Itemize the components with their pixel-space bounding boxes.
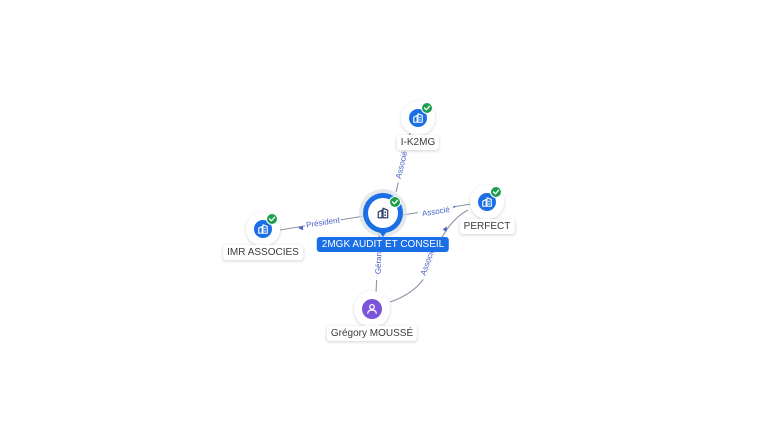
edge-label: Gérant [374, 249, 384, 275]
node-perfect[interactable] [470, 185, 504, 219]
node-ik2mg[interactable] [401, 101, 435, 135]
building-icon [482, 197, 492, 207]
building-icon [377, 207, 389, 219]
edge-label: Associé [421, 205, 451, 218]
node-gregory[interactable] [354, 291, 390, 327]
node-label-imr[interactable]: IMR ASSOCIES [223, 245, 303, 260]
check-badge-icon [389, 196, 401, 208]
check-badge-icon [490, 186, 502, 198]
node-main[interactable] [359, 189, 407, 237]
edge-perfect: Associé [402, 202, 472, 220]
check-badge-icon [421, 102, 433, 114]
node-label-gregory[interactable]: Grégory MOUSSÉ [326, 326, 418, 341]
node-label-main[interactable]: 2MGK AUDIT ET CONSEIL [316, 237, 450, 252]
edge-arrow [298, 225, 303, 231]
node-imr[interactable] [246, 212, 280, 246]
edge-imr: Président [279, 214, 365, 232]
edge-arrow [442, 226, 447, 232]
node-label-ik2mg[interactable]: I-K2MG [396, 135, 440, 150]
check-badge-icon [266, 213, 278, 225]
building-icon [258, 224, 268, 234]
building-icon [413, 113, 423, 123]
user-icon [367, 304, 377, 314]
node-label-perfect[interactable]: PERFECT [459, 219, 515, 234]
